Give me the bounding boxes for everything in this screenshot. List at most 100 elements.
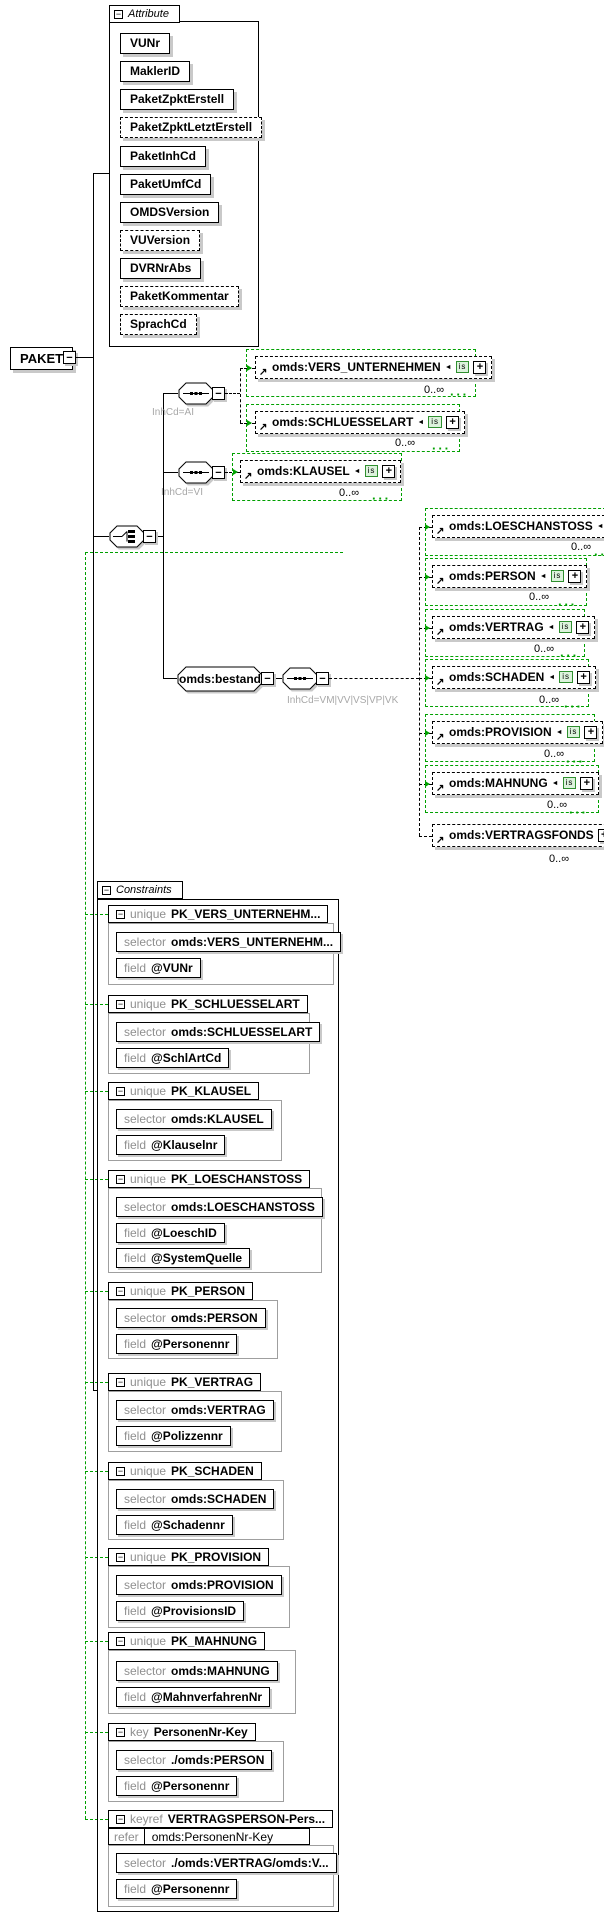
constraint-field[interactable]: field @LoeschID [116,1223,225,1243]
constraint-selector[interactable]: selector omds:VERTRAG [116,1400,274,1420]
attribute-node[interactable]: OMDSVersion [120,202,220,223]
constraints-section-tab[interactable]: − Constraints [97,881,183,899]
expand-icon[interactable]: + [568,569,582,583]
collapse-icon[interactable]: − [116,1173,125,1184]
constraint-selector[interactable]: selector omds:PROVISION [116,1575,282,1595]
constraint-field[interactable]: field @SchlArtCd [116,1048,230,1068]
collapse-icon[interactable]: − [143,530,156,543]
element-bestand[interactable]: omds:bestand [177,666,263,692]
collapse-icon[interactable]: − [114,8,123,19]
collapse-icon[interactable]: − [116,1551,125,1562]
expand-icon[interactable]: + [580,776,594,790]
sequence-icon[interactable] [178,382,214,406]
constraint-selector[interactable]: selector omds:SCHLUESSELART [116,1022,321,1042]
expand-icon[interactable]: + [382,464,396,478]
constraint-field[interactable]: field @VUNr [116,958,201,978]
collapse-icon[interactable]: − [102,884,111,895]
constraint-header[interactable]: − unique PK_PERSON [108,1282,254,1300]
collapse-icon[interactable]: − [212,387,225,400]
constraint-field[interactable]: field @Personennr [116,1334,238,1354]
collapse-icon[interactable]: − [116,908,125,919]
constraint-header[interactable]: − unique PK_LOESCHANSTOSS [108,1170,311,1188]
constraint-header[interactable]: − keyref VERTRAGSPERSON-Pers... [108,1810,334,1828]
root-element-paket[interactable]: PAKET [10,347,74,370]
sequence-icon[interactable] [282,667,318,691]
repeat-dots-icon: ··· [558,597,577,612]
expand-icon[interactable]: + [597,828,604,842]
collapse-icon[interactable]: − [116,998,125,1009]
expand-icon[interactable]: + [577,670,591,684]
collapse-icon[interactable]: − [116,1726,125,1737]
collapse-icon[interactable]: − [116,1376,125,1387]
constraint-field[interactable]: field @Polizzennr [116,1426,231,1446]
constraint-field[interactable]: field @Klauselnr [116,1135,226,1155]
constraint-field[interactable]: field @SystemQuelle [116,1248,251,1268]
attribute-node[interactable]: DVRNrAbs [120,258,202,279]
attribute-section-tab[interactable]: − Attribute [109,5,180,23]
collapse-icon[interactable]: − [116,1285,125,1296]
occurrence-label: 0..∞ [547,799,568,811]
element-node[interactable]: ↗ omds:VERTRAGSFONDS + [432,824,604,847]
constraint-selector[interactable]: selector omds:PERSON [116,1308,266,1328]
element-node[interactable]: ↗ omds:PERSON ◄ is + [432,565,588,588]
constraint-selector[interactable]: selector ./omds:PERSON [116,1750,273,1770]
collapse-icon[interactable]: − [316,672,329,685]
constraint-field[interactable]: field @Personennr [116,1776,238,1796]
selector-keyword: selector [124,1200,167,1214]
constraint-field[interactable]: field @ProvisionsID [116,1601,245,1621]
attribute-node[interactable]: VUNr [120,33,171,54]
attribute-node[interactable]: PaketZpktErstell [120,89,235,110]
constraint-header[interactable]: − unique PK_MAHNUNG [108,1632,266,1650]
constraint-selector[interactable]: selector omds:LOESCHANSTOSS [116,1197,323,1217]
attribute-node[interactable]: SprachCd [120,314,197,335]
field-value: @Klauselnr [151,1138,218,1152]
collapse-icon[interactable]: − [116,1813,125,1824]
collapse-icon[interactable]: − [116,1635,125,1646]
constraint-header[interactable]: − unique PK_PROVISION [108,1548,270,1566]
collapse-icon[interactable]: − [212,466,225,479]
attribute-node[interactable]: PaketKommentar [120,286,239,307]
constraint-header[interactable]: − unique PK_SCHADEN [108,1462,262,1480]
constraint-field[interactable]: field @Personennr [116,1879,238,1899]
element-name: omds:SCHADEN [449,670,545,684]
constraint-selector[interactable]: selector omds:KLAUSEL [116,1109,272,1129]
expand-icon[interactable]: + [584,725,598,739]
attribute-node[interactable]: PaketInhCd [120,146,207,167]
element-node[interactable]: ↗ omds:PROVISION ◄ is + [432,721,604,744]
constraint-header[interactable]: − key PersonenNr-Key [108,1723,256,1741]
element-node[interactable]: ↗ omds:LOESCHANSTOSS ◄ is + [432,515,604,538]
element-node[interactable]: ↗ omds:SCHLUESSELART ◄ is + [255,411,466,434]
element-node[interactable]: ↗ omds:VERTRAG ◄ is + [432,616,596,639]
constraint-field[interactable]: field @MahnverfahrenNr [116,1687,271,1707]
collapse-icon[interactable]: − [116,1085,125,1096]
constraint-header[interactable]: − unique PK_SCHLUESSELART [108,995,308,1013]
attribute-node[interactable]: PaketUmfCd [120,174,212,195]
constraint-header[interactable]: − unique PK_VERS_UNTERNEHM... [108,905,329,923]
element-node[interactable]: ↗ omds:KLAUSEL ◄ is + [240,460,402,483]
element-node[interactable]: ↗ omds:VERS_UNTERNEHMEN ◄ is + [255,356,493,379]
attribute-node[interactable]: VUVersion [120,230,201,251]
choice-icon[interactable] [109,525,145,549]
selector-keyword: selector [124,1856,167,1870]
constraint-kind: unique [130,907,167,921]
constraint-header[interactable]: − unique PK_KLAUSEL [108,1082,260,1100]
selector-value: omds:LOESCHANSTOSS [171,1200,315,1214]
constraint-selector[interactable]: selector ./omds:VERTRAG/omds:V... [116,1853,337,1873]
collapse-icon[interactable]: − [116,1465,125,1476]
expand-icon[interactable]: + [473,360,487,374]
constraint-selector[interactable]: selector omds:MAHNUNG [116,1661,278,1681]
constraint-selector[interactable]: selector omds:VERS_UNTERNEHM... [116,932,342,952]
expand-icon[interactable]: + [446,415,460,429]
constraint-selector[interactable]: selector omds:SCHADEN [116,1489,275,1509]
attribute-node[interactable]: PaketZpktLetztErstell [120,117,263,138]
constraint-name: PK_PROVISION [171,1550,262,1564]
constraint-header[interactable]: − unique PK_VERTRAG [108,1373,262,1391]
element-node[interactable]: ↗ omds:MAHNUNG ◄ is + [432,772,600,795]
expand-icon[interactable]: + [576,620,590,634]
sequence-icon[interactable] [178,461,214,485]
element-node[interactable]: ↗ omds:SCHADEN ◄ is + [432,666,597,689]
collapse-icon[interactable]: − [261,672,274,685]
constraint-field[interactable]: field @Schadennr [116,1515,233,1535]
attribute-node[interactable]: MaklerID [120,61,191,82]
collapse-icon[interactable]: − [63,351,76,364]
